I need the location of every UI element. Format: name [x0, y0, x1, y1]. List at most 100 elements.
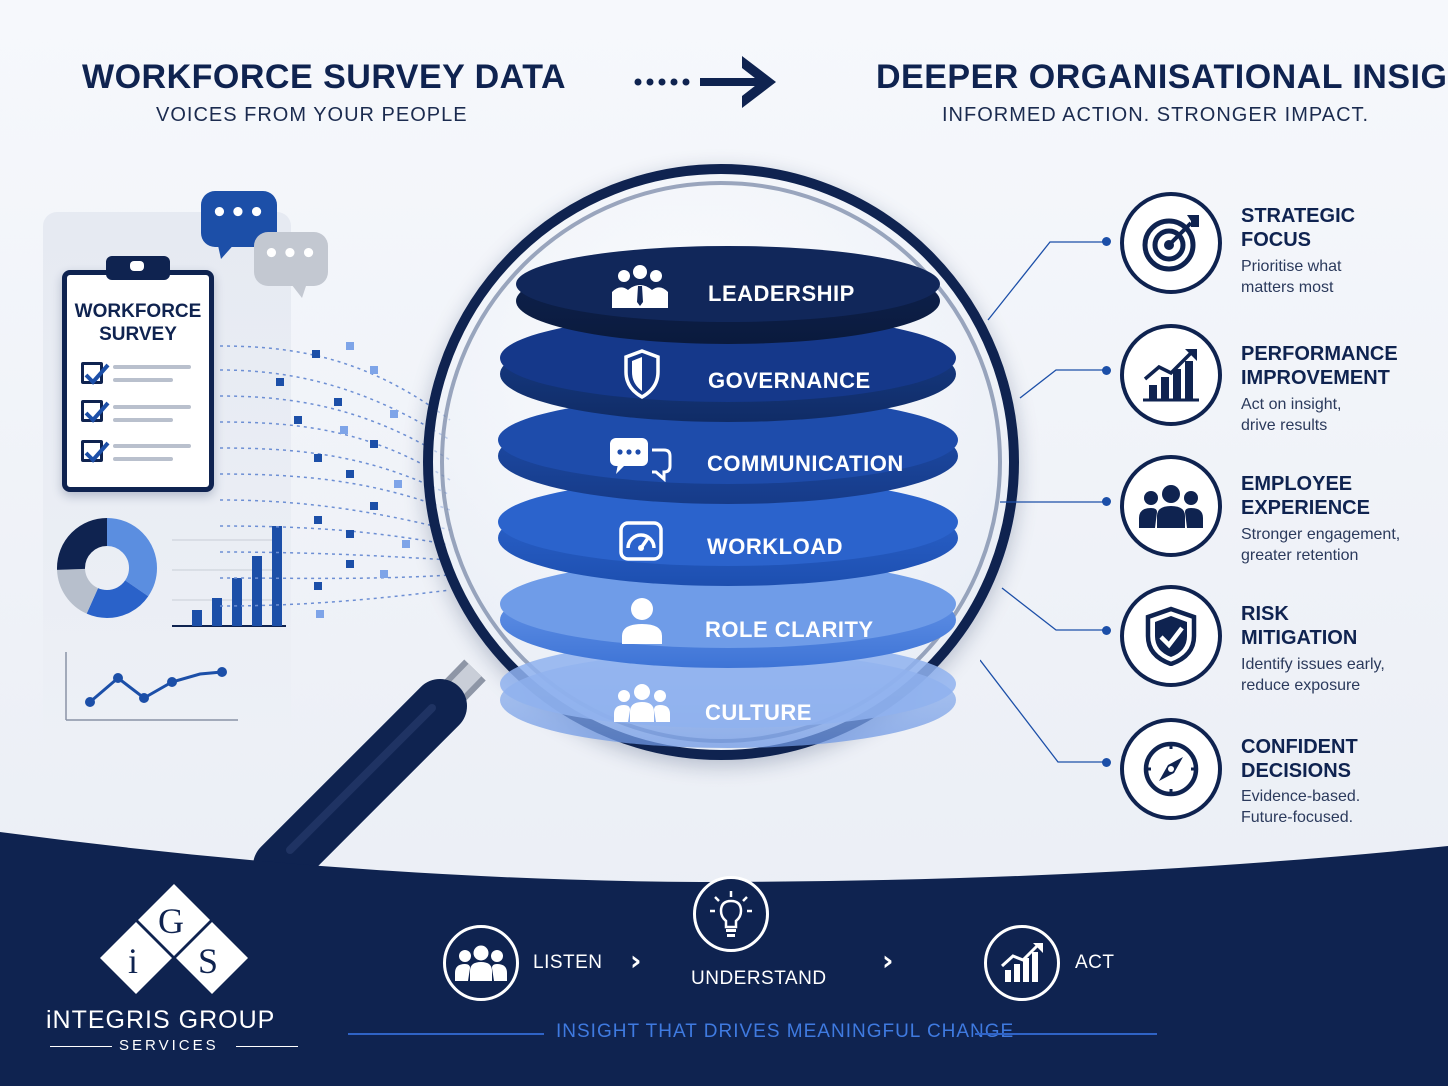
- performance-improvement-badge: [1120, 324, 1222, 426]
- benefit-title-line1: RISK: [1241, 603, 1289, 625]
- benefit-title: CONFIDENT DECISIONS: [1241, 735, 1358, 783]
- leadership-icon: [612, 265, 668, 308]
- benefit-title-line2: FOCUS: [1241, 229, 1311, 251]
- checkbox-checked-icon: [81, 440, 110, 463]
- connector-dot: [1102, 497, 1111, 506]
- shield-check-icon: [1145, 606, 1197, 666]
- benefit-description: Identify issues early, reduce exposure: [1241, 654, 1385, 696]
- benefit-desc-line2: reduce exposure: [1241, 677, 1361, 694]
- people-icon: [1139, 485, 1203, 528]
- logo-subtitle: SERVICES: [119, 1037, 219, 1054]
- integris-logo-mark: [100, 884, 248, 994]
- benefit-title: EMPLOYEE EXPERIENCE: [1241, 472, 1370, 520]
- checkbox-checked-icon: [81, 400, 110, 423]
- right-title: DEEPER ORGANISATIONAL INSIGHT: [876, 58, 1448, 96]
- benefit-title-line2: MITIGATION: [1241, 627, 1358, 649]
- strategic-focus-badge: [1120, 192, 1222, 294]
- step-label-listen: LISTEN: [533, 952, 603, 973]
- layer-label-leadership: LEADERSHIP: [708, 281, 855, 306]
- step-label-understand: UNDERSTAND: [691, 968, 827, 989]
- benefit-title-line2: DECISIONS: [1241, 760, 1352, 782]
- benefit-desc-line2: matters most: [1241, 279, 1334, 296]
- lightbulb-icon: [710, 891, 752, 937]
- connector-dot: [1102, 237, 1111, 246]
- checkbox-checked-icon: [81, 362, 110, 385]
- benefit-title: RISK MITIGATION: [1241, 602, 1357, 650]
- survey-line: [113, 378, 173, 382]
- data-stream-lines: [220, 342, 451, 618]
- logo-divider: [236, 1046, 298, 1047]
- arrow-right-icon: [634, 56, 776, 108]
- growth-chart-icon: [1143, 349, 1199, 402]
- layer-label-workload: WORKLOAD: [707, 534, 843, 559]
- layer-label-governance: GOVERNANCE: [708, 368, 871, 393]
- benefit-description: Evidence-based. Future-focused.: [1241, 786, 1360, 828]
- donut-chart-icon: [57, 518, 157, 618]
- step-act-badge: [984, 925, 1060, 1001]
- tagline-divider: [348, 1033, 544, 1035]
- risk-mitigation-badge: [1120, 585, 1222, 687]
- layer-leadership-top: [516, 246, 940, 322]
- group-icon: [614, 684, 670, 722]
- logo-divider: [50, 1046, 112, 1047]
- compass-icon: [1143, 741, 1199, 797]
- benefit-title-line1: EMPLOYEE: [1241, 473, 1353, 495]
- benefit-description: Act on insight, drive results: [1241, 394, 1342, 436]
- line-chart-icon: [65, 652, 238, 721]
- target-icon: [1142, 215, 1199, 272]
- benefit-title: STRATEGIC FOCUS: [1241, 204, 1355, 252]
- benefit-desc-line2: Future-focused.: [1241, 809, 1354, 826]
- logo-letter-i: i: [128, 941, 139, 981]
- chevron-right-icon: ›: [630, 944, 642, 977]
- benefit-desc-line1: Prioritise what: [1241, 258, 1342, 275]
- survey-line: [113, 444, 191, 448]
- left-subtitle: VOICES FROM YOUR PEOPLE: [156, 104, 468, 126]
- connector-dot: [1102, 758, 1111, 767]
- benefit-desc-line1: Evidence-based.: [1241, 788, 1361, 805]
- people-icon: [455, 945, 507, 981]
- benefit-desc-line1: Act on insight,: [1241, 396, 1342, 413]
- chat-icon: [610, 438, 672, 482]
- survey-line: [113, 457, 173, 461]
- survey-title: WORKFORCE SURVEY: [62, 300, 214, 346]
- connector-dot: [1102, 366, 1111, 375]
- step-label-act: ACT: [1075, 952, 1115, 973]
- survey-line: [113, 418, 173, 422]
- benefit-title-line2: IMPROVEMENT: [1241, 367, 1390, 389]
- benefit-title-line1: CONFIDENT: [1241, 736, 1358, 758]
- step-listen-badge: [443, 925, 519, 1001]
- right-subtitle: INFORMED ACTION. STRONGER IMPACT.: [942, 104, 1370, 126]
- gauge-icon: [619, 521, 663, 561]
- benefit-title-line1: STRATEGIC: [1241, 205, 1356, 227]
- benefit-title: PERFORMANCE IMPROVEMENT: [1241, 342, 1398, 390]
- footer-band: [0, 832, 1448, 1086]
- layer-label-communication: COMMUNICATION: [707, 451, 904, 476]
- survey-title-line1: WORKFORCE: [74, 301, 202, 322]
- shield-icon: [624, 349, 660, 400]
- confident-decisions-badge: [1120, 718, 1222, 820]
- magnifier-handle: [253, 659, 486, 880]
- tagline-divider: [975, 1033, 1157, 1035]
- benefit-title-line1: PERFORMANCE: [1241, 343, 1398, 365]
- benefit-desc-line1: Identify issues early,: [1241, 656, 1385, 673]
- clipboard-clip-hole: [130, 261, 144, 271]
- footer-tagline: INSIGHT THAT DRIVES MEANINGFUL CHANGE: [556, 1021, 1015, 1042]
- logo-name: iNTEGRIS GROUP: [46, 1006, 276, 1034]
- benefit-description: Stronger engagement, greater retention: [1241, 524, 1400, 566]
- step-understand-badge: [693, 876, 769, 952]
- connector-dot: [1102, 626, 1111, 635]
- benefit-connectors: [980, 241, 1106, 763]
- benefit-title-line2: EXPERIENCE: [1241, 497, 1370, 519]
- left-title: WORKFORCE SURVEY DATA: [82, 58, 567, 96]
- layer-label-role-clarity: ROLE CLARITY: [705, 617, 874, 642]
- benefit-description: Prioritise what matters most: [1241, 256, 1341, 298]
- growth-chart-icon: [1000, 943, 1043, 982]
- benefit-desc-line1: Stronger engagement,: [1241, 526, 1401, 543]
- chat-bubble-icon: •••: [254, 232, 328, 298]
- survey-line: [113, 365, 191, 369]
- layer-label-culture: CULTURE: [705, 700, 812, 725]
- chevron-right-icon: ›: [882, 944, 894, 977]
- survey-line: [113, 405, 191, 409]
- logo-letter-s: S: [198, 941, 219, 981]
